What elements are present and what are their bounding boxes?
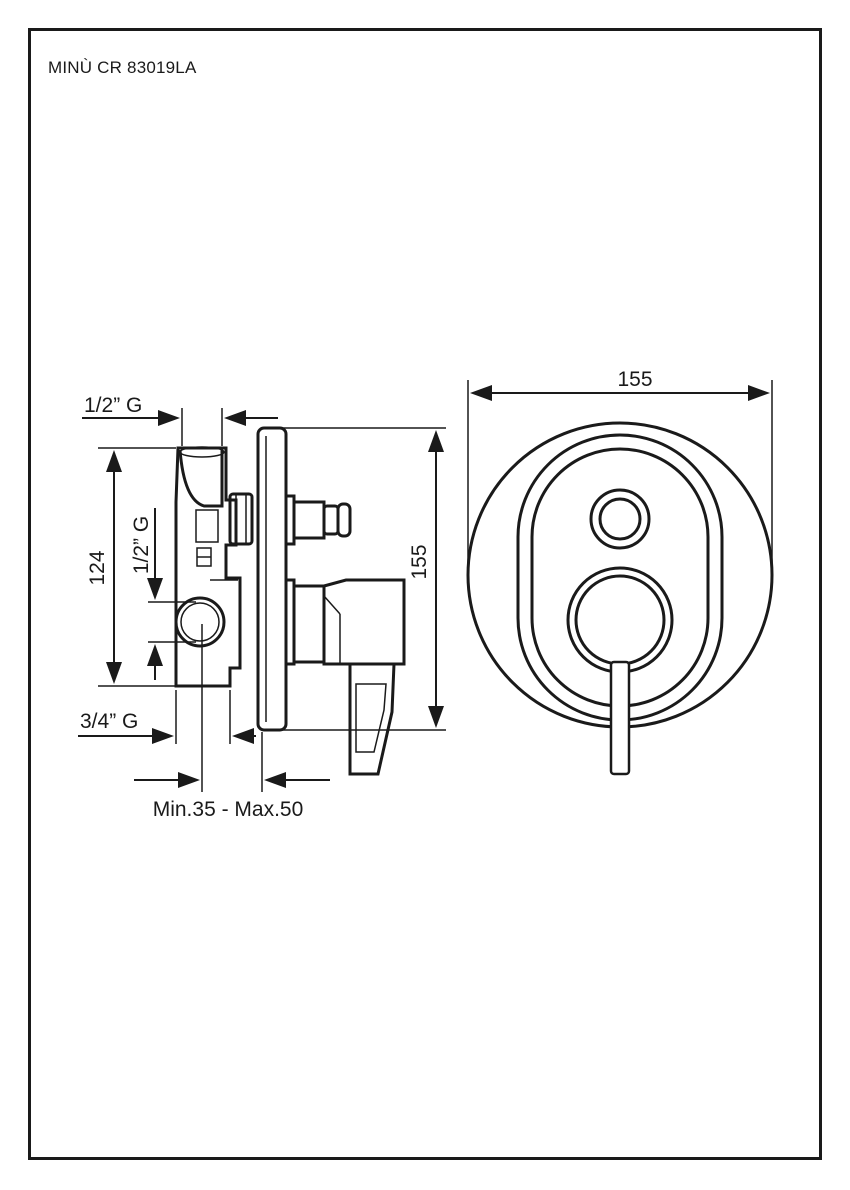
arrowhead bbox=[232, 728, 254, 744]
cover-plate-side bbox=[256, 426, 288, 732]
lever-hub-side bbox=[292, 584, 326, 664]
dim-label-inlet-side: 1/2” G bbox=[130, 516, 153, 574]
body-height-dimension: 124 bbox=[86, 447, 176, 687]
lever-hub-inner bbox=[574, 574, 666, 666]
wall-depth-dimension: Min.35 - Max.50 bbox=[134, 624, 330, 821]
arrowhead bbox=[106, 662, 122, 684]
front-view bbox=[466, 421, 774, 776]
dim-label-wall-depth: Min.35 - Max.50 bbox=[153, 798, 304, 821]
side-outlet-outer bbox=[174, 596, 226, 648]
arrowhead bbox=[152, 728, 174, 744]
arrowhead bbox=[470, 385, 492, 401]
top-inlet bbox=[178, 449, 224, 508]
diverter-stem bbox=[292, 500, 326, 540]
diverter-cap bbox=[336, 502, 352, 538]
body-detail bbox=[195, 509, 219, 543]
side-outlet-dimension: 1/2” G bbox=[130, 508, 196, 680]
dim-label-124: 124 bbox=[86, 550, 109, 585]
arrowhead bbox=[428, 706, 444, 728]
front-width-dimension: 155 bbox=[467, 368, 773, 575]
arrowhead bbox=[147, 644, 163, 666]
diverter-knob-inner bbox=[598, 497, 642, 541]
drawing-frame bbox=[28, 28, 822, 1160]
dim-label-155-height: 155 bbox=[408, 544, 431, 579]
arrowhead bbox=[147, 578, 163, 600]
lever-chamfer bbox=[323, 595, 341, 615]
arrowhead bbox=[158, 410, 180, 426]
diverter-knob-outer bbox=[589, 488, 651, 550]
fitting-upper bbox=[228, 492, 254, 546]
lever-blade-outer bbox=[348, 662, 396, 776]
side-view bbox=[174, 426, 406, 776]
lever-hub-outer bbox=[566, 566, 674, 674]
lever-body-side bbox=[322, 578, 406, 666]
lever-blade-inner bbox=[355, 683, 387, 753]
bottom-outlet-dimension: 3/4” G bbox=[78, 690, 256, 744]
arrowhead bbox=[178, 772, 200, 788]
dim-label-inlet-top: 1/2” G bbox=[84, 394, 142, 417]
side-outlet-inner bbox=[180, 602, 220, 642]
diverter-knob-side bbox=[322, 504, 340, 536]
arrowhead bbox=[264, 772, 286, 788]
arrowhead bbox=[428, 430, 444, 452]
product-title: MINÙ CR 83019LA bbox=[48, 58, 197, 77]
side-height-dimension: 155 bbox=[270, 427, 446, 731]
dim-label-155-width: 155 bbox=[617, 368, 652, 391]
top-inlet-rim bbox=[179, 446, 225, 458]
arrowhead bbox=[748, 385, 770, 401]
arrowhead bbox=[106, 450, 122, 472]
dim-label-outlet-bottom: 3/4” G bbox=[80, 710, 138, 733]
top-inlet-dimension: 1/2” G bbox=[82, 394, 278, 446]
arrowhead bbox=[224, 410, 246, 426]
lever-handle-front bbox=[609, 660, 631, 776]
valve-body bbox=[174, 446, 242, 688]
